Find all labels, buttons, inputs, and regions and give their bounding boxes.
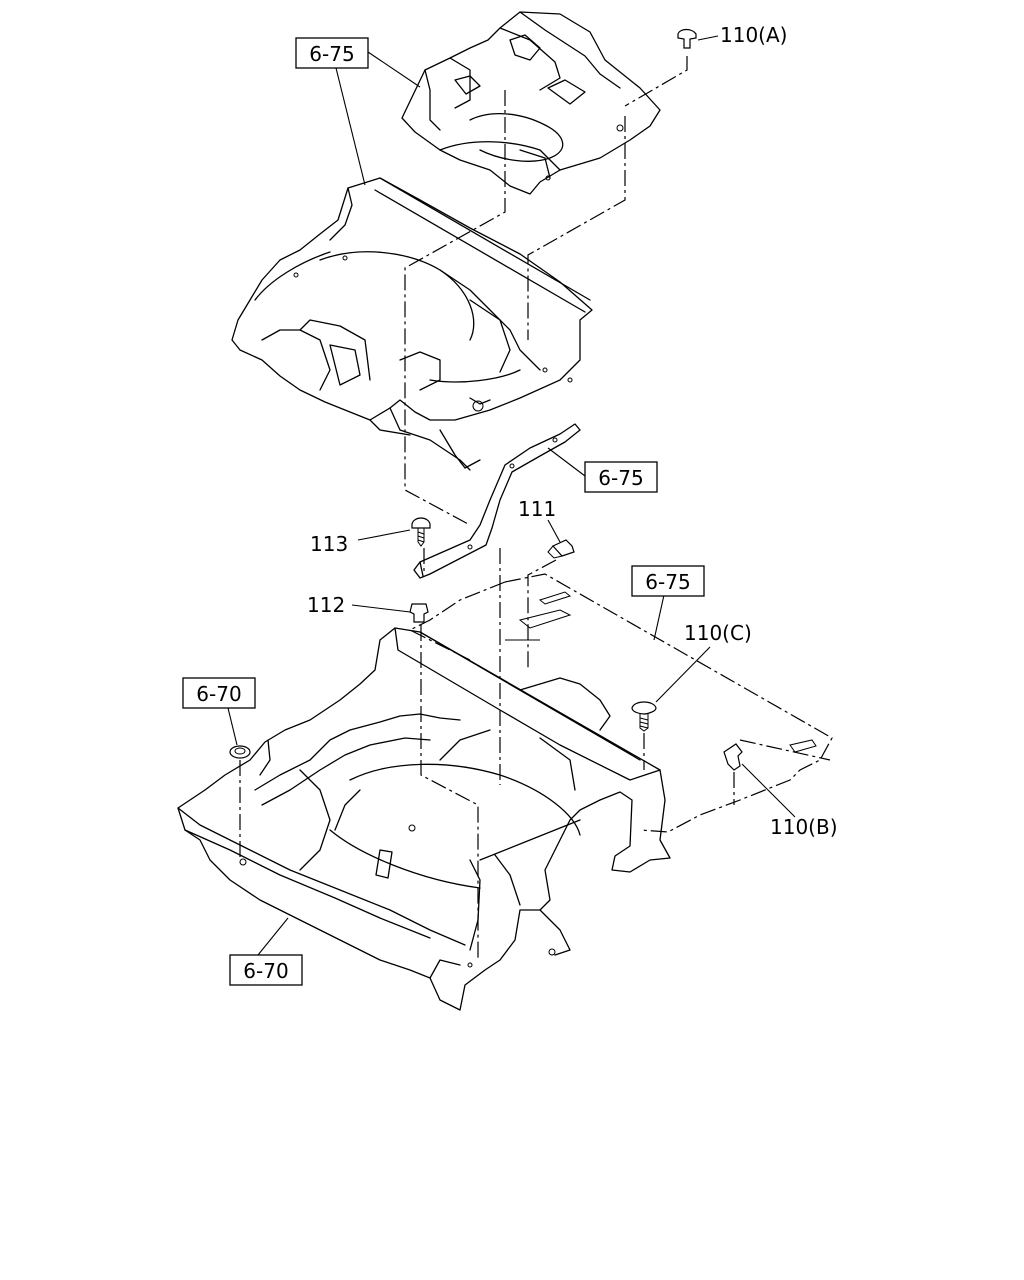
rear-floor-insulator (408, 573, 833, 833)
ref-label: 6-75 (598, 466, 643, 490)
clip-110b-icon (723, 743, 743, 771)
clip-110a-icon (677, 28, 697, 49)
clip-112-icon (409, 603, 429, 623)
ref-label: 6-75 (645, 570, 690, 594)
ref-box-6-75-mid: 6-75 (584, 461, 658, 493)
screw-113-icon (411, 517, 431, 547)
ref-box-6-70-bottom: 6-70 (229, 954, 303, 986)
ref-box-6-70-left: 6-70 (182, 677, 256, 709)
part-label-113: 113 (310, 532, 348, 556)
ref-label: 6-70 (243, 959, 288, 983)
ref-box-6-75-right: 6-75 (631, 565, 705, 597)
front-floor-panel (231, 177, 593, 471)
ref-label: 6-70 (196, 682, 241, 706)
ref-label: 6-75 (309, 42, 354, 66)
part-label-110a: 110(A) (720, 23, 787, 47)
part-label-111: 111 (518, 497, 556, 521)
part-label-110b: 110(B) (770, 815, 838, 839)
part-label-112: 112 (307, 593, 345, 617)
alignment-lines (239, 56, 735, 960)
clip-111-icon (547, 539, 575, 559)
ref-box-6-75-top: 6-75 (295, 37, 369, 69)
clip-110c-icon (631, 701, 657, 732)
part-label-110c: 110(C) (684, 621, 752, 645)
leader-lines (227, 35, 796, 956)
tunnel-strip-insulator (413, 423, 581, 579)
grommet-icon (229, 745, 251, 759)
upper-insulator (401, 11, 661, 195)
